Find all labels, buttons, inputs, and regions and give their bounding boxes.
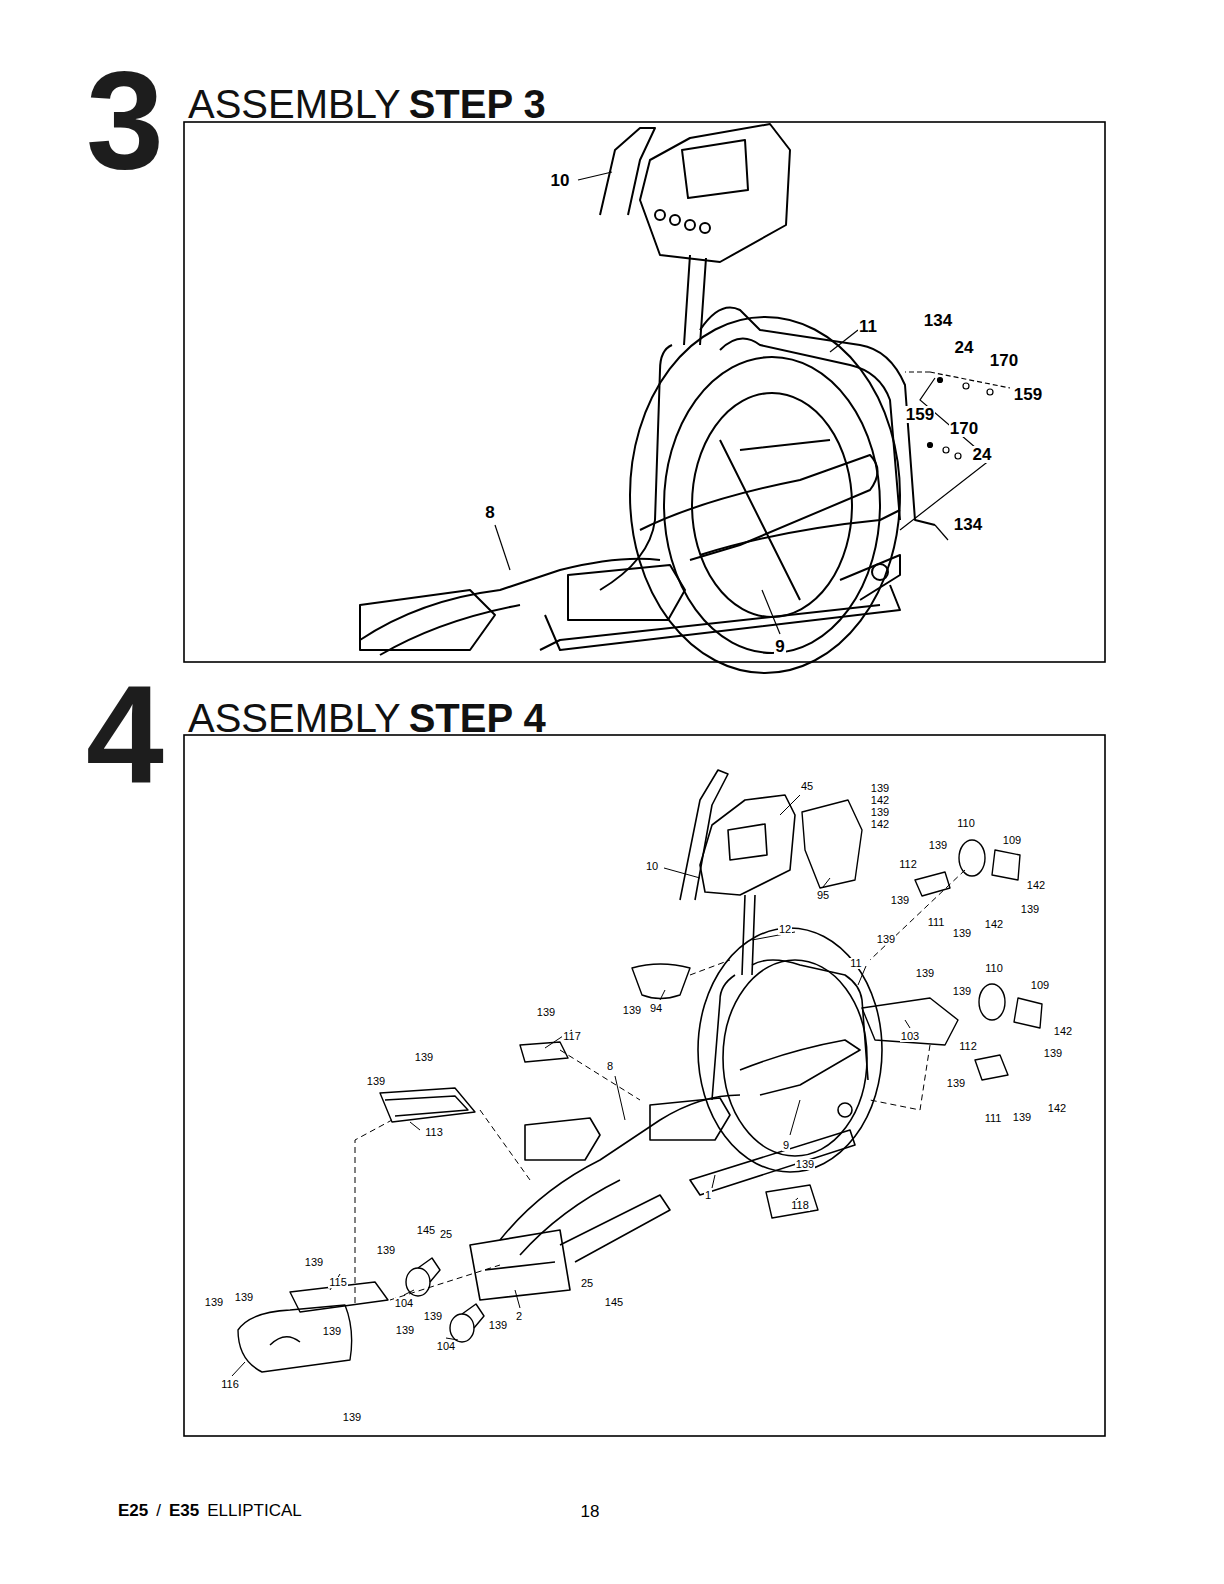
footer-text: E35	[169, 1502, 199, 1519]
callout-number: 139	[952, 928, 972, 939]
callout-number: 8	[484, 504, 495, 521]
callout-number: 139	[1020, 904, 1040, 915]
callout-number: 139	[915, 968, 935, 979]
callout-number: 111	[927, 917, 946, 928]
step-heading: ASSEMBLY	[188, 698, 401, 738]
callout-number: 139	[234, 1292, 254, 1303]
callout-number: 8	[606, 1061, 614, 1072]
callout-number: 104	[394, 1298, 414, 1309]
callout-number: 142	[1026, 880, 1046, 891]
callout-number: 11	[849, 958, 862, 969]
step-heading: ASSEMBLY	[188, 84, 401, 124]
step-frame	[184, 122, 1105, 662]
leader-lines	[495, 172, 1010, 634]
step-frame	[184, 735, 1105, 1436]
callout-number: 159	[905, 406, 935, 423]
callout-number: 110	[984, 963, 1004, 974]
callout-number: 24	[972, 446, 993, 463]
callout-number: 10	[645, 861, 659, 872]
callout-number: 113	[424, 1127, 444, 1138]
callout-number: 139	[204, 1297, 224, 1308]
callout-number: 112	[898, 859, 918, 870]
callout-number: 142	[870, 795, 890, 806]
callout-number: 139	[946, 1078, 966, 1089]
callout-number: 170	[949, 420, 979, 437]
callout-number: 139	[423, 1311, 443, 1322]
callout-number: 2	[515, 1311, 523, 1322]
callout-number: 139	[1043, 1048, 1063, 1059]
callout-number: 139	[322, 1326, 342, 1337]
callout-number: 139	[488, 1320, 508, 1331]
callout-number: 139	[536, 1007, 556, 1018]
footer-text: ELLIPTICAL	[207, 1502, 302, 1519]
callout-number: 12	[778, 924, 792, 935]
callout-number: 134	[923, 312, 953, 329]
callout-number: 24	[954, 339, 975, 356]
callout-number: 1	[704, 1190, 712, 1201]
callout-number: 115	[328, 1277, 348, 1288]
elliptical-drawing	[360, 124, 935, 673]
step-number: 4	[86, 665, 164, 805]
step-number: 3	[86, 50, 164, 190]
callout-number: 94	[649, 1003, 663, 1014]
callout-number: 139	[622, 1005, 642, 1016]
callout-number: 118	[790, 1200, 810, 1211]
callout-number: 139	[928, 840, 948, 851]
callout-number: 95	[816, 890, 830, 901]
callout-number: 139	[366, 1076, 386, 1087]
callout-number: 139	[342, 1412, 362, 1423]
callout-number: 142	[984, 919, 1004, 930]
callout-number: 45	[800, 781, 814, 792]
callout-number: 145	[604, 1297, 624, 1308]
callout-number: 145	[416, 1225, 436, 1236]
step-heading: STEP 3	[409, 84, 546, 124]
callout-number: 109	[1002, 835, 1022, 846]
callout-number: 139	[890, 895, 910, 906]
callout-number: 139	[870, 807, 890, 818]
callout-number: 134	[953, 516, 983, 533]
callout-number: 104	[436, 1341, 456, 1352]
callout-number: 170	[989, 352, 1019, 369]
callout-number: 139	[876, 934, 896, 945]
callout-number: 116	[220, 1379, 240, 1390]
callout-number: 159	[1013, 386, 1043, 403]
callout-number: 103	[900, 1031, 920, 1042]
callout-number: 139	[1012, 1112, 1032, 1123]
footer-text: 18	[581, 1503, 600, 1520]
callout-number: 112	[958, 1041, 978, 1052]
footer-text: E25	[118, 1502, 148, 1519]
callout-number: 9	[774, 638, 785, 655]
callout-number: 25	[580, 1278, 594, 1289]
callout-number: 10	[550, 172, 571, 189]
callout-number: 139	[304, 1257, 324, 1268]
callout-number: 142	[1047, 1103, 1067, 1114]
callout-number: 139	[414, 1052, 434, 1063]
callout-number: 139	[952, 986, 972, 997]
callout-number: 110	[956, 818, 976, 829]
callout-number: 117	[562, 1031, 582, 1042]
callout-number: 142	[1053, 1026, 1073, 1037]
callout-number: 139	[795, 1159, 815, 1170]
exploded-parts	[238, 800, 1042, 1372]
callout-number: 139	[870, 783, 890, 794]
callout-number: 109	[1030, 980, 1050, 991]
callout-number: 9	[782, 1140, 790, 1151]
step-heading: STEP 4	[409, 698, 546, 738]
leader-lines	[232, 795, 965, 1376]
callout-number: 11	[858, 318, 878, 335]
callout-number: 139	[395, 1325, 415, 1336]
callout-number: 25	[439, 1229, 453, 1240]
elliptical-drawing	[470, 770, 882, 1300]
footer-text: /	[156, 1502, 161, 1519]
callout-number: 111	[984, 1113, 1003, 1124]
callout-number: 142	[870, 819, 890, 830]
callout-number: 139	[376, 1245, 396, 1256]
